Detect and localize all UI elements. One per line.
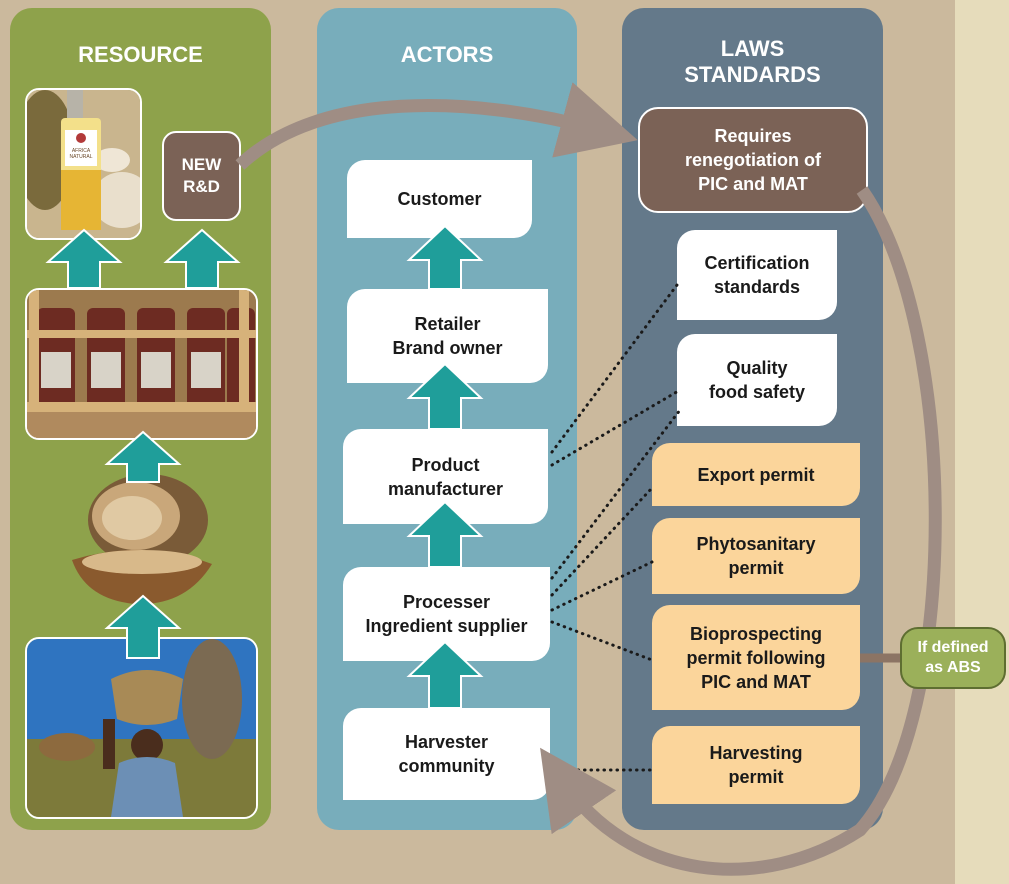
law-phytosanitary-permit: Phytosanitary permit [652,518,860,594]
dotted-processer-bioprospecting [550,620,654,662]
actor-customer: Customer [347,160,532,238]
actors-up-arrow-3 [406,500,484,568]
actors-title: ACTORS [400,42,494,67]
dotted-processer-export [550,486,654,597]
harvester-photo [25,637,258,819]
svg-text:NATURAL: NATURAL [70,154,93,160]
dotted-manufacturer-quality [550,388,682,467]
renegotiation-box: Requires renegotiation of PIC and MAT [638,107,868,213]
actor-harvester-community: Harvester community [343,708,550,800]
resource-up-arrow-2 [163,228,241,289]
resource-up-arrow-3 [104,430,182,483]
new-rd-box: NEW R&D [162,131,241,221]
law-certification-standards: Certification standards [677,230,837,320]
dotted-processer-quality [550,408,682,580]
resource-title: RESOURCE [78,42,203,67]
abs-note: If defined as ABS [900,627,1006,689]
resource-up-arrow-4 [104,594,182,659]
side-panel [955,0,1009,884]
baobab-fruit-photo [66,468,218,608]
law-bioprospecting-permit: Bioprospecting permit following PIC and … [652,605,860,710]
containers-photo [25,288,258,440]
renegotiation-to-harvester-arrow [540,186,942,876]
actors-up-arrow-2 [406,362,484,430]
resource-up-arrow-1 [45,228,123,289]
law-harvesting-permit: Harvesting permit [652,726,860,804]
product-label: AFRICA [72,148,91,154]
dotted-processer-phytosanitary [550,560,654,612]
product-photo: AFRICA NATURAL [25,88,142,240]
law-quality-food-safety: Quality food safety [677,334,837,426]
dotted-manufacturer-certification [550,283,679,454]
rd-to-renegotiation-arrow [235,82,638,170]
actors-up-arrow-1 [406,224,484,290]
actors-up-arrow-4 [406,640,484,709]
laws-title: LAWS STANDARDS [684,36,821,87]
law-export-permit: Export permit [652,443,860,506]
